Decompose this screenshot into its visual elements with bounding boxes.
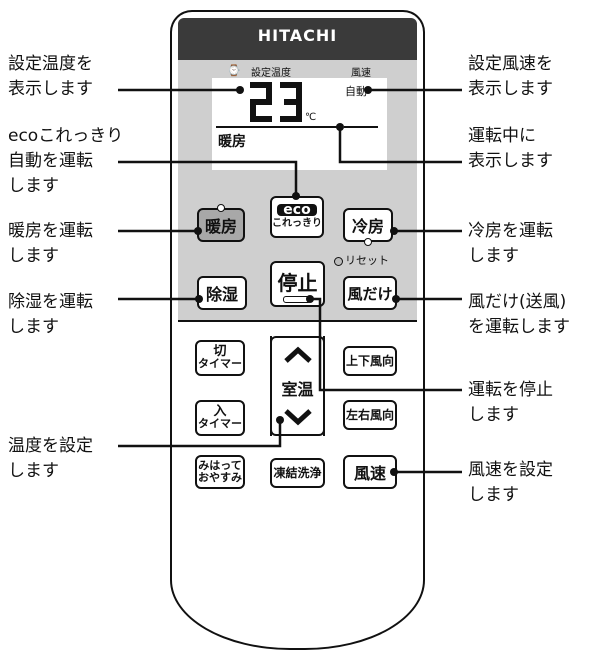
heat-button[interactable]: 暖房 (197, 208, 245, 242)
callout-stop: 運転を停止 します (468, 380, 553, 425)
cool-button[interactable]: 冷房 (343, 208, 393, 242)
goodnight-sub: おやすみ (198, 471, 242, 484)
off-timer-sub: タイマー (198, 357, 242, 370)
goodnight-button[interactable]: みはって おやすみ (195, 455, 245, 489)
goodnight-label: みはって (198, 459, 242, 472)
on-timer-sub: タイマー (198, 417, 242, 430)
chevron-down-icon (283, 409, 312, 426)
callout-fan-display: 設定風速を 表示します (468, 54, 553, 99)
callout-running: 運転中に 表示します (468, 126, 553, 171)
set-temp-label: 設定温度 (251, 68, 291, 79)
temperature-display (248, 82, 306, 122)
stop-indicator (283, 296, 311, 303)
up-down-button[interactable]: 上下風向 (343, 346, 397, 376)
callout-fan-speed: 風速を設定 します (468, 460, 553, 505)
temp-unit: ℃ (305, 112, 317, 123)
fan-speed-label: 風速 (351, 68, 371, 79)
lcd-divider (216, 126, 338, 128)
freeze-wash-button[interactable]: 凍結洗浄 (270, 458, 325, 488)
callout-fan-only: 風だけ(送風) を運転します (468, 292, 570, 337)
dehumid-button[interactable]: 除湿 (197, 276, 247, 310)
on-timer-label: 入 (213, 404, 227, 419)
cool-indicator (364, 238, 372, 246)
fan-only-button[interactable]: 風だけ (343, 276, 397, 310)
on-timer-button[interactable]: 入 タイマー (195, 400, 245, 436)
callout-set-temp: 設定温度を 表示します (8, 54, 93, 99)
eco-sub-label: これっきり (272, 218, 322, 229)
left-right-button[interactable]: 左右風向 (343, 400, 397, 430)
mode-display: 暖房 (218, 134, 246, 150)
callout-heat: 暖房を運転 します (8, 221, 93, 266)
fan-value: 自動 (345, 85, 367, 98)
temp-down-button[interactable] (270, 400, 325, 436)
fan-speed-button[interactable]: 風速 (343, 455, 397, 489)
callout-dehumid: 除湿を運転 します (8, 292, 93, 337)
callout-cool: 冷房を運転 します (468, 221, 553, 266)
eco-button[interactable]: eco これっきり (270, 196, 324, 238)
timer-icon: ⌚ (227, 64, 241, 77)
off-timer-button[interactable]: 切 タイマー (195, 340, 245, 376)
room-temp-label: 室温 (281, 380, 314, 399)
lcd-divider-right (344, 126, 378, 128)
callout-eco: ecoこれっきり 自動を運転 します (8, 126, 124, 196)
off-timer-label: 切 (213, 344, 227, 359)
temp-up-button[interactable] (270, 336, 325, 372)
reset-label: リセット (334, 252, 389, 268)
chevron-up-icon (283, 346, 312, 363)
heat-indicator (217, 204, 225, 212)
reset-dot-icon (334, 256, 343, 266)
brand-bar (178, 18, 417, 60)
eco-label: eco (277, 203, 317, 217)
brand-logo: HITACHI (257, 26, 338, 45)
callout-temp-set: 温度を設定 します (8, 436, 93, 481)
